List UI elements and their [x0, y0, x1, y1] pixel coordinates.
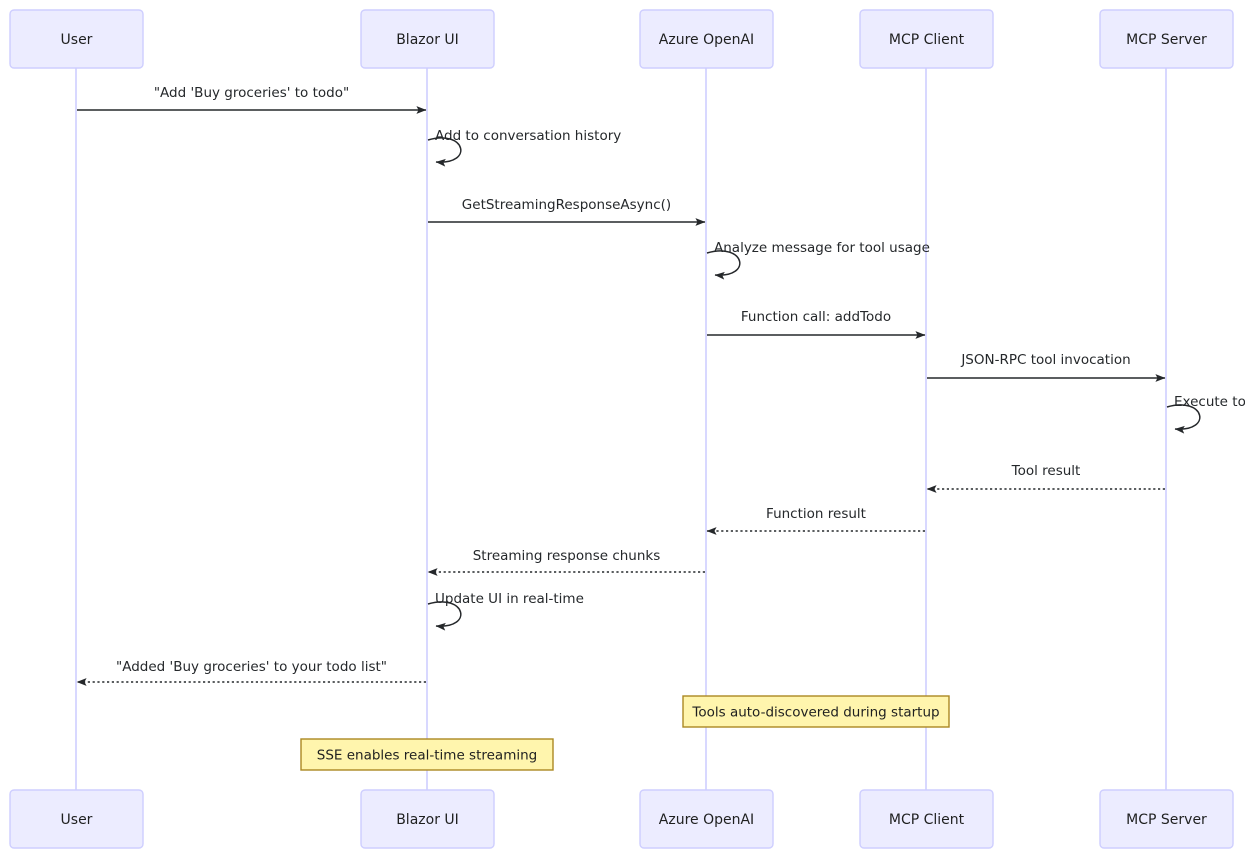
message-label: Function result [766, 506, 866, 522]
message-label: Function call: addTodo [741, 309, 891, 325]
actor-label: Blazor UI [396, 812, 459, 828]
actor-label: User [61, 32, 93, 48]
actor-label: MCP Server [1126, 32, 1207, 48]
message-label: Tool result [1011, 463, 1081, 479]
actor-box [859, 789, 994, 849]
self-loop-arrow [706, 250, 741, 280]
actor-openai-bottom[interactable]: Azure OpenAI [639, 789, 774, 849]
message-m11: Update UI in real-time [427, 591, 584, 631]
actor-mcpsrv-bottom[interactable]: MCP Server [1099, 789, 1234, 849]
actor-box [360, 9, 495, 69]
message-label: Streaming response chunks [473, 548, 661, 564]
message-m2: Add to conversation history [427, 128, 621, 167]
actor-user-top[interactable]: User [9, 9, 144, 69]
actor-box [639, 789, 774, 849]
message-m5: Function call: addTodo [707, 309, 926, 339]
message-m3: GetStreamingResponseAsync() [428, 197, 706, 226]
message-m6: JSON-RPC tool invocation [927, 352, 1166, 382]
note-box [682, 695, 950, 728]
self-loop-arrow [1166, 404, 1201, 434]
lifelines-layer [75, 68, 1167, 790]
message-label: Add to conversation history [435, 128, 621, 144]
actor-label: Azure OpenAI [659, 812, 754, 828]
message-m1: "Add 'Buy groceries' to todo" [77, 85, 427, 114]
note-n2: SSE enables real-time streaming [300, 738, 554, 771]
message-label: JSON-RPC tool invocation [960, 352, 1130, 368]
actor-label: Blazor UI [396, 32, 459, 48]
actor-label: User [61, 812, 93, 828]
actor-label: Azure OpenAI [659, 32, 754, 48]
message-m7: Execute todo addition [1166, 394, 1245, 434]
actor-box [360, 789, 495, 849]
message-label: "Add 'Buy groceries' to todo" [154, 85, 349, 101]
actor-box [639, 9, 774, 69]
notes-layer: Tools auto-discovered during startupSSE … [300, 695, 950, 771]
message-m12: "Added 'Buy groceries' to your todo list… [76, 659, 426, 686]
messages-layer: "Add 'Buy groceries' to todo" Add to conv… [76, 85, 1245, 686]
message-m9: Function result [706, 506, 925, 535]
note-label: SSE enables real-time streaming [317, 748, 537, 764]
actor-box [1099, 9, 1234, 69]
message-label: Update UI in real-time [435, 591, 584, 607]
actor-label: MCP Client [889, 32, 965, 48]
actor-mcpcli-bottom[interactable]: MCP Client [859, 789, 994, 849]
actor-label: MCP Client [889, 812, 965, 828]
actor-mcpcli-top[interactable]: MCP Client [859, 9, 994, 69]
note-box [300, 738, 554, 771]
note-n1: Tools auto-discovered during startup [682, 695, 950, 728]
actor-box [9, 789, 144, 849]
actor-user-bottom[interactable]: User [9, 789, 144, 849]
note-label: Tools auto-discovered during startup [691, 705, 939, 721]
actor-box [1099, 789, 1234, 849]
actor-label: MCP Server [1126, 812, 1207, 828]
message-m8: Tool result [926, 463, 1165, 493]
message-m10: Streaming response chunks [427, 548, 705, 576]
actor-blazor-top[interactable]: Blazor UI [360, 9, 495, 69]
actor-mcpsrv-top[interactable]: MCP Server [1099, 9, 1234, 69]
actor-blazor-bottom[interactable]: Blazor UI [360, 789, 495, 849]
actor-box [9, 9, 144, 69]
message-label: "Added 'Buy groceries' to your todo list… [116, 659, 387, 675]
message-label: Execute todo addition [1174, 394, 1245, 410]
message-label: Analyze message for tool usage [714, 240, 930, 256]
message-m4: Analyze message for tool usage [706, 240, 930, 280]
self-loop-arrow [427, 137, 462, 167]
actor-openai-top[interactable]: Azure OpenAI [639, 9, 774, 69]
actor-box [859, 9, 994, 69]
self-loop-arrow [427, 601, 462, 631]
message-label: GetStreamingResponseAsync() [462, 197, 671, 213]
